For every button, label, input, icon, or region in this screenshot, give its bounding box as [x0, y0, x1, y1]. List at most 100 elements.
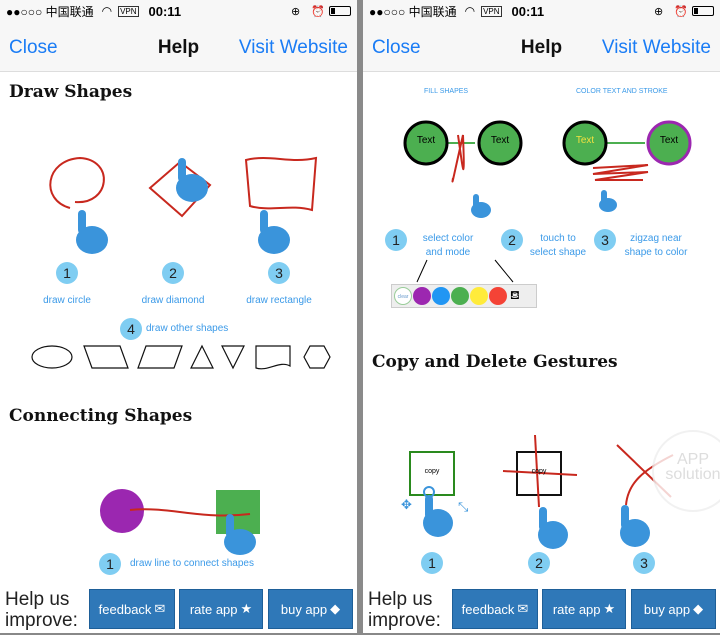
step-badge: 2 [501, 229, 523, 251]
step-label-line: zigzag near [630, 233, 682, 244]
watermark [652, 430, 720, 512]
hand-icon [258, 210, 290, 254]
feedback-label: feedback [98, 601, 152, 617]
visit-website-button[interactable]: Visit Website [601, 37, 711, 58]
clear-color-button[interactable]: clear [394, 287, 412, 305]
node-text: Text [416, 135, 436, 146]
battery-icon [692, 6, 714, 16]
section-title-copy-delete: Copy and Delete Gestures [372, 352, 618, 372]
step-badge: 1 [421, 552, 443, 574]
step-label: draw circle [43, 295, 91, 306]
rate-app-button[interactable]: rate app★ [179, 589, 263, 629]
color-palette: clear ⛾ [391, 284, 537, 308]
hand-icon [76, 210, 108, 254]
rate-label: rate app [189, 601, 238, 617]
step-badge: 4 [120, 318, 142, 340]
step-label-line: select shape [529, 247, 587, 258]
rate-app-button[interactable]: rate app★ [542, 589, 626, 629]
step-label-line: shape to color [624, 247, 688, 258]
nav-bar: Close Help Visit Website [0, 22, 357, 72]
step-label: draw other shapes [146, 323, 229, 334]
help-us-improve-label: Help us improve: [368, 589, 441, 631]
step-label: zigzag near shape to color [616, 232, 696, 260]
step-badge: 3 [633, 552, 655, 574]
step-badge: 1 [385, 229, 407, 251]
clock: 00:11 [148, 3, 182, 19]
fill-shapes-title: FILL SHAPES [424, 88, 469, 95]
step-badge: 1 [56, 262, 78, 284]
buy-app-button[interactable]: buy app◆ [631, 589, 716, 629]
step-badge: 1 [99, 553, 121, 575]
fill-illustration [403, 120, 692, 218]
step-label-line: touch to [540, 233, 576, 244]
node-text: Text [575, 135, 595, 146]
shape-examples [31, 344, 331, 370]
feedback-button[interactable]: feedback✉ [89, 589, 175, 629]
color-swatch-blue[interactable] [432, 287, 450, 305]
step-label: draw diamond [141, 295, 205, 306]
feedback-button[interactable]: feedback✉ [452, 589, 538, 629]
buy-label: buy app [643, 601, 691, 617]
envelope-icon: ✉ [154, 601, 166, 616]
vpn-badge: VPN [481, 5, 502, 17]
hand-icon [538, 507, 568, 549]
step-badge: 3 [594, 229, 616, 251]
close-button[interactable]: Close [372, 37, 421, 58]
battery-icon [329, 6, 351, 16]
arrows [416, 259, 514, 283]
connect-illustration [100, 489, 260, 555]
divider [0, 633, 357, 635]
envelope-icon: ✉ [517, 601, 529, 616]
visit-website-button[interactable]: Visit Website [238, 37, 348, 58]
divider [363, 633, 720, 635]
close-button[interactable]: Close [9, 37, 58, 58]
circle-stroke [49, 156, 105, 209]
color-swatch-yellow[interactable] [470, 287, 488, 305]
nav-bar: Close Help Visit Website [363, 22, 720, 72]
star-icon: ★ [603, 601, 616, 616]
hand-icon [176, 158, 208, 202]
step-label: select color and mode [408, 232, 488, 260]
node-text: Text [659, 135, 679, 146]
step-badge: 2 [528, 552, 550, 574]
rectangle-stroke [244, 156, 318, 212]
section-title-connecting-shapes: Connecting Shapes [9, 406, 193, 426]
help-us-improve-label: Help us improve: [5, 589, 78, 631]
status-bar: ●●○○○ 中国联通 ◠ VPN 00:11 ⊕ ⏰ [0, 0, 357, 22]
color-swatch-red[interactable] [489, 287, 507, 305]
buy-app-button[interactable]: buy app◆ [268, 589, 353, 629]
copy-label: copy [531, 468, 547, 475]
status-icons: ⊕ ⏰ [654, 5, 692, 18]
fill-bucket-icon[interactable]: ⛾ [510, 288, 520, 302]
vpn-badge: VPN [118, 5, 139, 17]
move-icon: ✥ [401, 497, 412, 512]
color-swatch-green[interactable] [451, 287, 469, 305]
watermark-text: APP solution [665, 451, 720, 483]
feedback-label: feedback [461, 601, 515, 617]
draw-shapes-illustration [31, 156, 331, 370]
purple-circle [100, 489, 144, 533]
help-screen-right: ●●○○○ 中国联通 ◠ VPN 00:11 ⊕ ⏰ Close Help Vi… [363, 0, 720, 635]
buy-label: buy app [280, 601, 328, 617]
step-label: touch to select shape [523, 232, 593, 260]
wifi-icon: ◠ [101, 4, 113, 18]
tag-icon: ◆ [330, 601, 341, 616]
footer: Help us improve: feedback✉ rate app★ buy… [0, 586, 357, 635]
color-swatch-purple[interactable] [413, 287, 431, 305]
step-badge: 2 [162, 262, 184, 284]
star-icon: ★ [240, 601, 253, 616]
color-text-stroke-title: COLOR TEXT AND STROKE [576, 88, 668, 95]
step-label-line: select color [422, 233, 474, 244]
status-bar: ●●○○○ 中国联通 ◠ VPN 00:11 ⊕ ⏰ [363, 0, 720, 22]
hand-icon [471, 194, 491, 218]
green-square [216, 490, 260, 534]
clock: 00:11 [511, 3, 545, 19]
step-label: draw rectangle [246, 295, 312, 306]
rate-label: rate app [552, 601, 601, 617]
step-badge: 3 [268, 262, 290, 284]
help-screen-left: ●●○○○ 中国联通 ◠ VPN 00:11 ⊕ ⏰ Close Help Vi… [0, 0, 357, 635]
carrier: ●●○○○ 中国联通 [6, 4, 94, 19]
step-label-line: and mode [425, 247, 471, 258]
copy-label: copy [424, 468, 440, 475]
resize-icon: ⤡ [458, 499, 469, 514]
